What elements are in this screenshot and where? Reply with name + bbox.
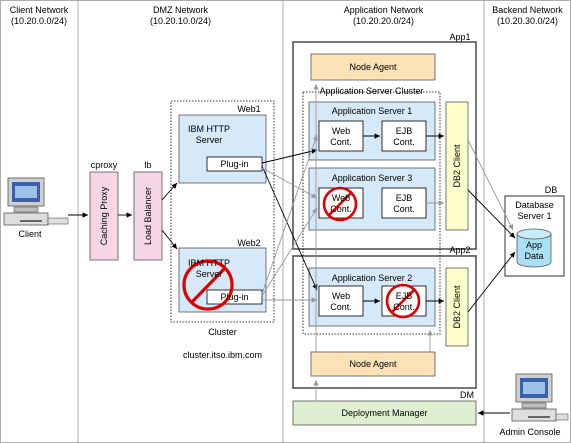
zone-app-subnet: (10.20.20.0/24) [352,16,415,26]
as1-web-line1: Web [331,126,351,136]
web2-plugin-box [206,289,263,305]
web1-plugin-box [206,156,263,172]
as1-web-line2: Cont. [330,137,352,147]
as1-web-container [318,120,364,152]
admin-computer-icon [511,373,569,422]
app2-title: App2 [449,245,471,255]
web2-failure-icon [182,259,234,311]
as3-ejb-line2: Cont. [393,204,415,214]
as1-ejb-line2: Cont. [393,137,415,147]
as3-web-line2: Cont. [330,204,352,214]
web2-server-line1: IBM HTTP [188,258,230,268]
web1-server-line1: IBM HTTP [188,124,230,134]
app1-title: App1 [449,32,471,42]
app2-db2-client-box [445,267,469,347]
db-data-line2: Data [524,251,544,261]
web1-server-line2: Server [195,135,223,145]
web2-title: Web2 [237,238,261,248]
as1-ejb-line1: EJB [395,126,413,136]
as2-ejb-line1: EJB [395,291,413,301]
app1-node-agent-label: Node Agent [349,62,397,72]
admin-console-label: Admin Console [499,427,561,437]
app-data-cylinder-icon [516,228,552,268]
app-server-cluster-label: Application Server Cluster [319,86,424,96]
app1-node-agent-box [310,53,436,81]
web-cluster-label: Cluster [208,327,237,337]
zone-backend-name: Backend Network [492,5,563,15]
app2-db2-client-label: DB2 Client [452,285,462,329]
app1-db2-client-box [445,101,469,231]
app1-boundary [292,41,477,250]
as3-ejb-container [381,187,427,219]
client-label: Client [18,229,42,239]
as2-ejb-line2: Cont. [393,302,415,312]
db-server-line1: Database [515,200,554,210]
db-title: DB [544,185,558,195]
lb-label: Load Balancer [143,186,153,246]
as3-ejb-line1: EJB [395,193,413,203]
web1-box [178,114,267,184]
web2-server-line2: Server [195,269,223,279]
as2-web-container [318,285,364,317]
db-server-line2: Server 1 [517,211,552,221]
as2-ejb-failure-icon [385,283,421,319]
web2-plugin-label: Plug-in [220,292,249,302]
zone-backend-subnet: (10.20.30.0/24) [496,16,559,26]
zone-app-name: Application Network [343,5,424,15]
as2-web-line1: Web [331,291,351,301]
web1-title: Web1 [237,104,261,114]
zone-client-subnet: (10.20.0.0/24) [10,16,68,26]
client-computer-icon [3,177,69,226]
zone-dmz-name: DMZ Network [152,5,208,15]
cproxy-label: Caching Proxy [99,186,109,246]
web-cluster-host: cluster.itso.ibm.com [182,350,263,360]
db-data-line1: App [525,240,542,250]
zone-dmz-subnet: (10.20.10.0/24) [149,16,212,26]
app2-node-agent-label: Node Agent [349,359,397,369]
as3-failure-icon [322,186,358,222]
web1-plugin-label: Plug-in [220,159,249,169]
lb-title: lb [144,160,152,170]
cproxy-title: cproxy [90,160,118,170]
deployment-manager-box [292,400,477,426]
as1-title: Application Server 1 [331,106,413,116]
web-cluster-boundary [170,100,275,323]
deployment-manager-label: Deployment Manager [341,408,428,418]
dm-title: DM [460,390,474,400]
as3-web-line1: Web [331,193,351,203]
app1-db2-client-label: DB2 Client [452,144,462,188]
as3-title: Application Server 3 [331,173,413,183]
as2-web-line2: Cont. [330,302,352,312]
app2-boundary [292,255,477,389]
caching-proxy-box [89,171,119,261]
app2-node-agent-box [310,351,436,377]
load-balancer-box [133,171,163,261]
app-server-cluster-boundary [302,91,441,335]
as2-title: Application Server 2 [331,273,413,283]
zone-client-name: Client Network [9,5,69,15]
